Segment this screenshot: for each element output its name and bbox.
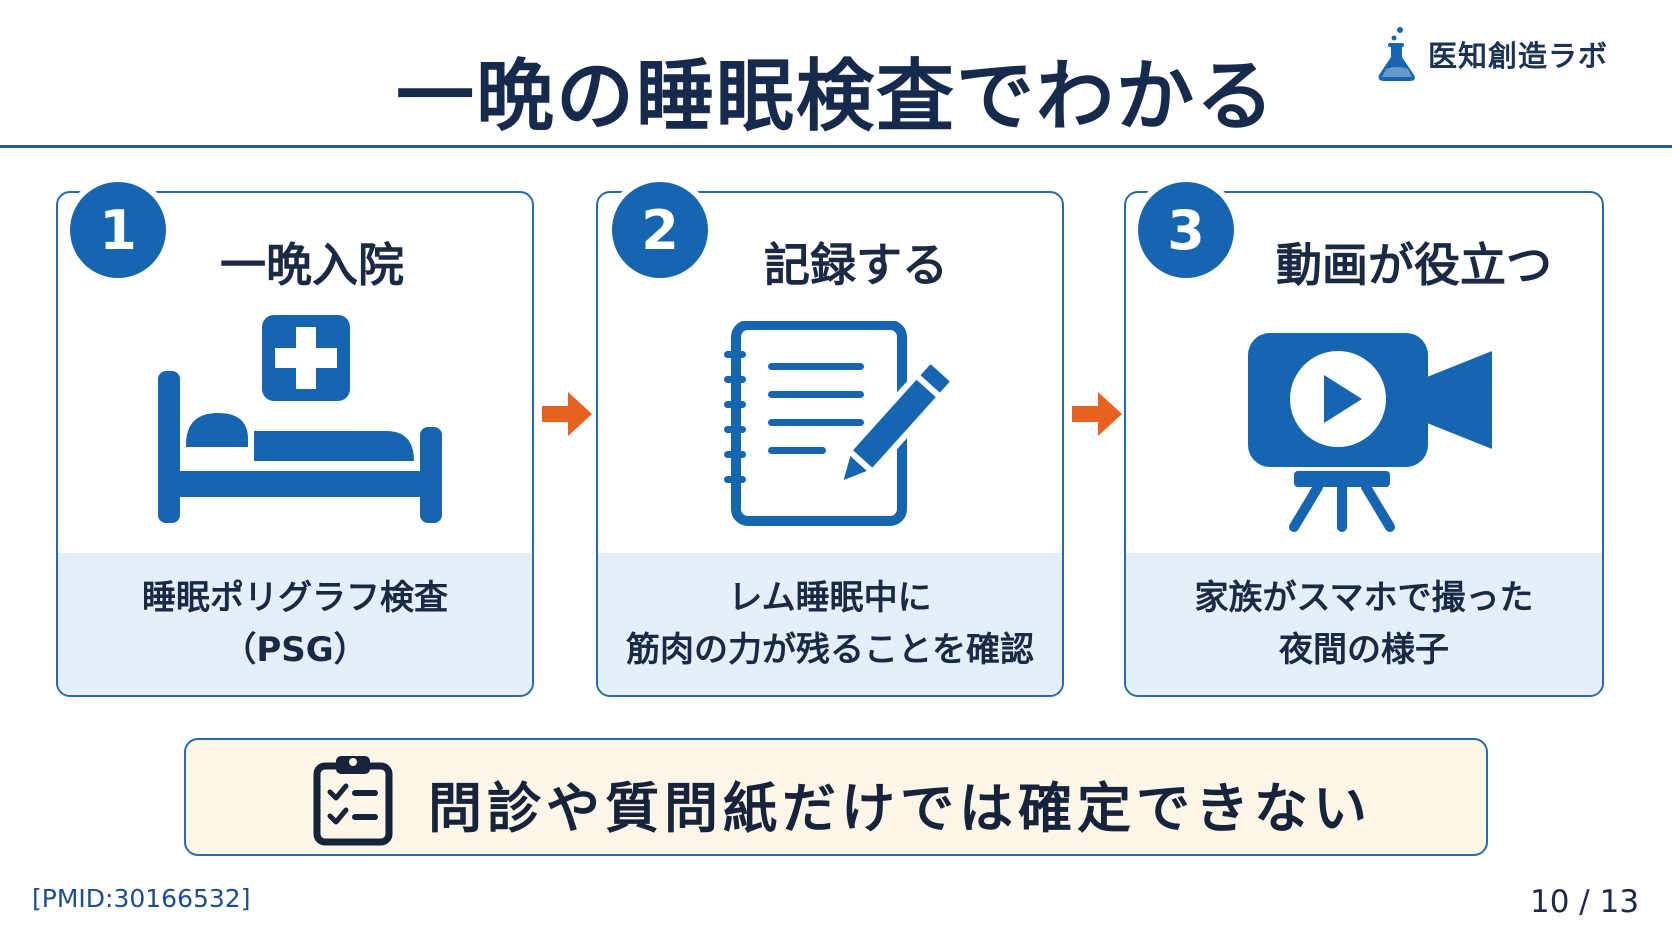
step-number-1: 1	[70, 182, 166, 278]
step-number-3: 3	[1138, 182, 1234, 278]
step-number-2: 2	[612, 182, 708, 278]
caption-line-1: 家族がスマホで撮った	[1194, 578, 1534, 618]
slide-title: 一晩の睡眠検査でわかる	[395, 52, 1276, 142]
hospital-bed-icon	[158, 315, 442, 523]
conclusion-text: 問診や質問紙だけでは確定できない	[428, 777, 1372, 840]
step-title: 記録する	[764, 238, 948, 292]
page-number: 10 / 13	[1530, 884, 1640, 920]
video-camera-icon	[1248, 333, 1492, 532]
caption-line-1: レム睡眠中に	[728, 578, 932, 618]
logo-text: 医知創造ラボ	[1428, 39, 1609, 73]
step-card-2: 記録する レム睡眠中に 筋肉の力が残ることを確認	[596, 191, 1064, 697]
arrow-right-icon	[542, 392, 592, 436]
notebook-pencil-icon	[724, 321, 956, 526]
caption-line-2: （PSG）	[222, 630, 368, 670]
step-caption: 睡眠ポリグラフ検査 （PSG）	[58, 553, 532, 695]
caption-line-2: 夜間の様子	[1279, 630, 1449, 670]
header-divider	[0, 145, 1672, 148]
caption-line-2: 筋肉の力が残ることを確認	[626, 630, 1034, 670]
step-card-1: 一晩入院 睡眠ポリグラフ検査 （PSG）	[56, 191, 534, 697]
step-caption: レム睡眠中に 筋肉の力が残ることを確認	[598, 553, 1062, 695]
step-title: 一晩入院	[220, 238, 404, 292]
step-card-3: 動画が役立つ 家族がスマホで撮った 夜間の様子	[1124, 191, 1604, 697]
reference-citation: [PMID:30166532]	[32, 884, 251, 913]
clipboard-checklist-icon	[313, 756, 393, 846]
step-caption: 家族がスマホで撮った 夜間の様子	[1126, 553, 1602, 695]
flask-icon	[1378, 27, 1415, 81]
step-title: 動画が役立つ	[1276, 238, 1552, 292]
brand-logo: 医知創造ラボ	[1374, 24, 1608, 84]
caption-line-1: 睡眠ポリグラフ検査	[142, 578, 448, 618]
arrow-right-icon	[1072, 392, 1122, 436]
conclusion-box: 問診や質問紙だけでは確定できない	[184, 738, 1488, 856]
